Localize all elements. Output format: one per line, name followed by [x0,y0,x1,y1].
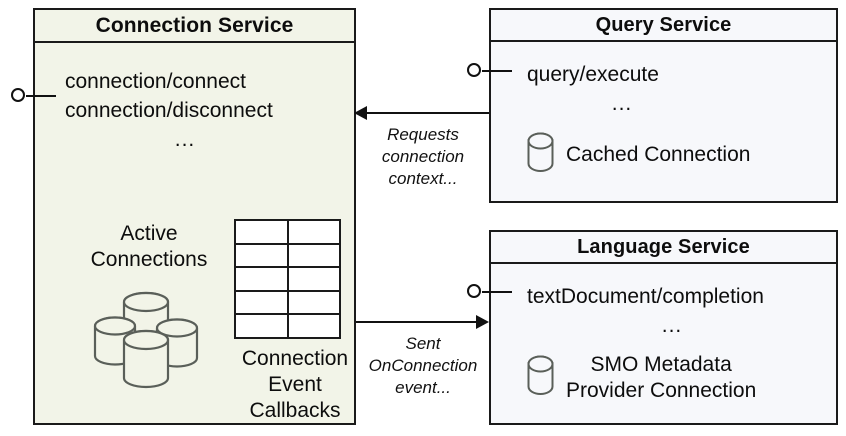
endpoint-ellipsis: ... [661,314,683,337]
endpoint-connection-disconnect[interactable]: connection/disconnect [65,99,273,122]
callbacks-line-1: Connection [241,347,349,370]
endpoint-ellipsis: ... [611,92,633,115]
active-connections-line-2: Connections [90,248,208,271]
connection-service-body: connection/connect connection/disconnect… [35,43,354,423]
edge-label-line-1: Sent [405,334,441,353]
grid-cell [288,221,339,243]
database-cylinder-icon [527,355,554,401]
grid-cell [288,244,339,267]
grid-cell [288,315,339,337]
grid-cell [236,244,287,267]
edge-label-line-2: OnConnection [368,356,478,375]
callbacks-line-3: Callbacks [249,399,341,422]
language-service-endpoint-list: textDocument/completion ... [527,282,827,340]
database-cluster-icon [87,288,205,390]
grid-cell [236,315,287,337]
grid-cell [236,291,287,314]
edge-label-line-1: Requests [387,125,459,144]
smo-line-2: Provider Connection [566,379,757,402]
lollipop-ball [467,63,481,77]
arrowhead-left-icon [354,106,367,120]
endpoint-ellipsis: ... [174,128,196,151]
smo-metadata-provider-row: SMO Metadata Provider Connection [527,352,756,404]
endpoint-query-execute[interactable]: query/execute [527,63,659,86]
lollipop-stick [482,70,512,72]
lollipop-stick [482,291,512,293]
lollipop-provided-interface-icon-language[interactable] [466,283,512,301]
grid-cell [236,221,287,243]
edge-label-line-3: event... [395,378,451,397]
callbacks-line-2: Event [268,373,322,396]
connection-event-callbacks-label: Connection Event Callbacks [225,346,365,424]
query-service-title: Query Service [491,10,836,42]
grid-cell [236,268,287,290]
smo-metadata-provider-label: SMO Metadata Provider Connection [566,352,756,404]
edge-label-line-3: context... [388,169,458,188]
table-grid-icon [234,219,341,339]
lollipop-ball [467,284,481,298]
connection-service-title: Connection Service [35,10,354,43]
query-service-endpoint-list: query/execute ... [527,60,817,118]
edge-line [356,321,477,323]
component-query-service[interactable]: Query Service query/execute ... Cached C… [489,8,838,203]
query-service-body: query/execute ... Cached Connection [491,42,836,201]
arrowhead-right-icon [476,315,489,329]
grid-cell [288,291,339,314]
cached-connection-label: Cached Connection [566,143,751,166]
edge-label-sent-onconnection-event: Sent OnConnection event... [355,333,491,399]
edge-label-requests-connection-context: Requests connection context... [358,124,488,190]
cached-connection-row: Cached Connection [527,132,750,178]
language-service-title: Language Service [491,232,836,264]
component-connection-service[interactable]: Connection Service connection/connect co… [33,8,356,425]
component-language-service[interactable]: Language Service textDocument/completion… [489,230,838,425]
active-connections-line-1: Active [120,222,178,245]
lollipop-stick [26,95,56,97]
lollipop-provided-interface-icon-connection[interactable] [10,87,56,105]
lollipop-ball [11,88,25,102]
database-cylinder-icon [527,132,554,178]
lollipop-provided-interface-icon-query[interactable] [466,62,512,80]
active-connections-label: Active Connections [79,221,219,273]
connection-service-endpoint-list: connection/connect connection/disconnect… [65,67,335,154]
edge-line [366,112,489,114]
language-service-body: textDocument/completion ... SMO Metadata… [491,264,836,423]
grid-cell [288,268,339,290]
edge-label-line-2: connection [381,147,465,166]
smo-line-1: SMO Metadata [590,353,732,376]
endpoint-connection-connect[interactable]: connection/connect [65,70,246,93]
endpoint-textdocument-completion[interactable]: textDocument/completion [527,285,764,308]
